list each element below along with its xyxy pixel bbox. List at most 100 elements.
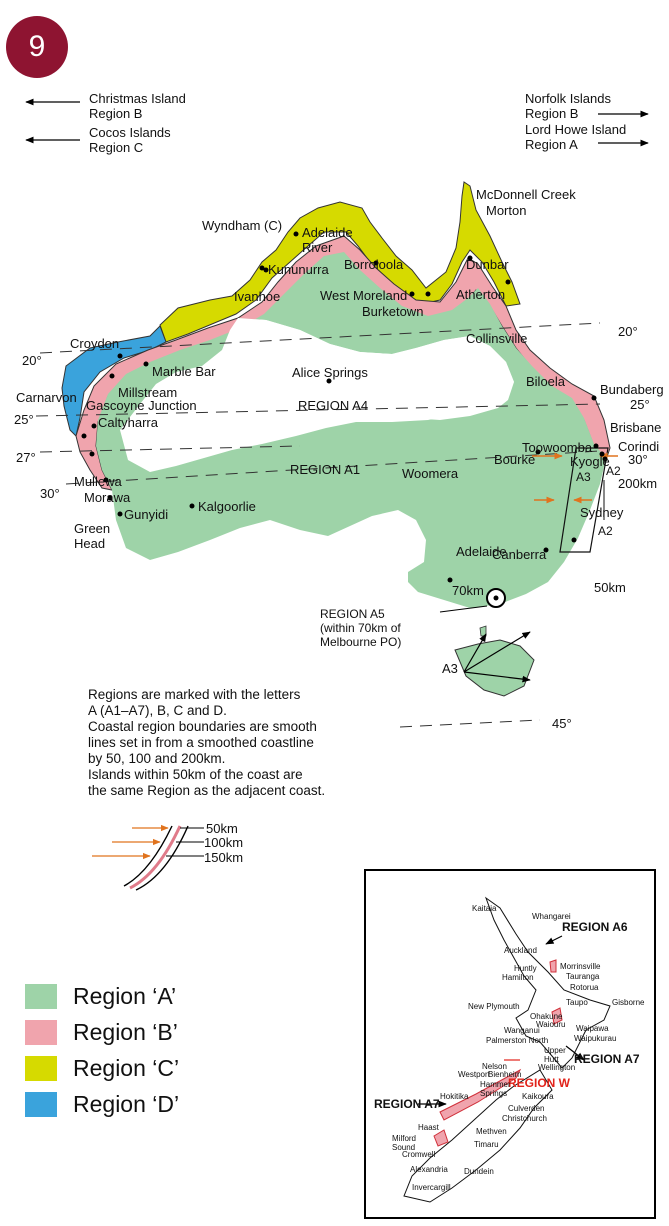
legend-swatch-d [25,1091,57,1117]
coastal-band-scale-diagram [92,824,204,891]
scale-50km: 50km [206,821,238,836]
legend-swatch-a [25,983,57,1009]
arrow-a3-tasmania-1 [463,631,531,673]
new-zealand-map [403,896,611,1203]
label-wyndham: Wyndham (C) [202,218,283,233]
nz-auckland: Auckland [504,946,537,955]
arrow-a3-tasmania-3 [463,671,531,683]
label-caltyharra: Caltyharra [98,415,158,430]
label-mullewa: Mullewa [74,474,122,489]
legend-region-c: Region ‘C’ [25,1050,179,1086]
section-number-badge: 9 [6,16,68,78]
label-a2-lower: A2 [598,524,613,538]
nz-waipukurau: Waipukurau [574,1034,617,1043]
nz-palmerston-north: Palmerston North [486,1036,549,1045]
label-corindi: Corindi [618,439,660,454]
nz-hokitika: Hokitika [440,1092,469,1101]
nz-invercargill: Invercargill [412,1183,451,1192]
nz-culverden: Culverden [508,1104,545,1113]
label-region-a4: REGION A4 [298,398,369,413]
region-a4-interior [120,318,514,472]
lat-27: 27° [16,450,36,465]
label-mcdonnell-creek: McDonnell Creek [476,187,576,202]
nz-methven: Methven [476,1127,507,1136]
label-millstream: Millstream [118,385,178,400]
label-gunyidi: Gunyidi [124,507,169,522]
scale-150km: 150km [204,850,244,865]
nz-huntly: Huntly [514,964,537,973]
label-kalgoorlie: Kalgoorlie [198,499,256,514]
label-dunbar: Dunbar [466,257,509,272]
nz-cromwell: Cromwell [402,1150,436,1159]
nz-blenheim: Bienheim [488,1070,522,1079]
label-200km: 200km [618,476,658,491]
label-sydney: Sydney [580,505,624,520]
nz-new-plymouth: New Plymouth [468,1002,520,1011]
label-canberra: Canberra [492,547,547,562]
nz-tauranga: Tauranga [566,972,600,981]
legend-region-d: Region ‘D’ [25,1086,179,1122]
nz-dundein: Dundein [464,1167,494,1176]
label-bourke: Bourke [494,452,536,467]
legend-region-b: Region ‘B’ [25,1014,179,1050]
label-atherton: Atherton [456,287,506,302]
label-burketown: Burketown [362,304,424,319]
label-west-moreland: West Moreland [320,288,408,303]
nz-region-w: REGION W [508,1076,570,1090]
nz-kaitaia: Kaitaia [472,904,497,913]
label-collinsville: Collinsville [466,331,528,346]
nz-region-a6: REGION A6 [562,920,628,934]
lat-45: 45° [552,716,572,731]
label-biloela: Biloela [526,374,566,389]
label-marble-bar: Marble Bar [152,364,216,379]
label-50km: 50km [594,580,626,595]
label-a3-tasmania: A3 [442,661,458,676]
arrow-a3-tasmania-2 [463,633,487,673]
label-70km: 70km [452,583,484,598]
region-legend: Region ‘A’ Region ‘B’ Region ‘C’ Region … [25,978,179,1122]
label-brisbane: Brisbane [610,420,662,435]
legend-swatch-c [25,1055,57,1081]
nz-wanganui: Wanganui [504,1026,540,1035]
lat-25-left: 25° [14,412,34,427]
nz-rotorua: Rotorua [570,983,599,992]
nz-kaikoura: Kaikoura [522,1092,554,1101]
latitude-27-line [39,445,301,453]
latitude-30-line [65,450,601,485]
nz-region-a7-left: REGION A7 [374,1097,440,1111]
latitude-25-line [35,403,601,417]
label-carnarvon: Carnarvon [16,390,77,405]
label-woomera: Woomera [402,466,459,481]
label-morawa: Morawa [84,490,131,505]
scale-100km: 100km [204,835,244,850]
nz-taupo: Taupo [566,998,588,1007]
nz-nelson: Nelson [482,1062,507,1071]
nz-region-a7-right: REGION A7 [574,1052,640,1066]
nz-haast: Haast [418,1123,439,1132]
nz-ohakune: Ohakune [530,1012,563,1021]
lat-20-left: 20° [22,353,42,368]
nz-whangarei: Whangarei [532,912,571,921]
label-gascoyne-junction: Gascoyne Junction [86,398,197,413]
label-morton: Morton [486,203,527,218]
label-region-a1: REGION A1 [290,462,361,477]
nz-waiouru: Waiouru [536,1020,566,1029]
label-alice-springs: Alice Springs [292,365,368,380]
section-number: 9 [28,30,46,63]
nz-alexandria: Alexandria [410,1165,448,1174]
nz-hamilton: Hamilton [502,973,534,982]
label-ivanhoe: Ivanhoe [234,289,281,304]
label-borroloola: Borroloola [344,257,404,272]
coast-band-region-d [61,325,167,437]
label-croydon: Croydon [70,336,120,351]
